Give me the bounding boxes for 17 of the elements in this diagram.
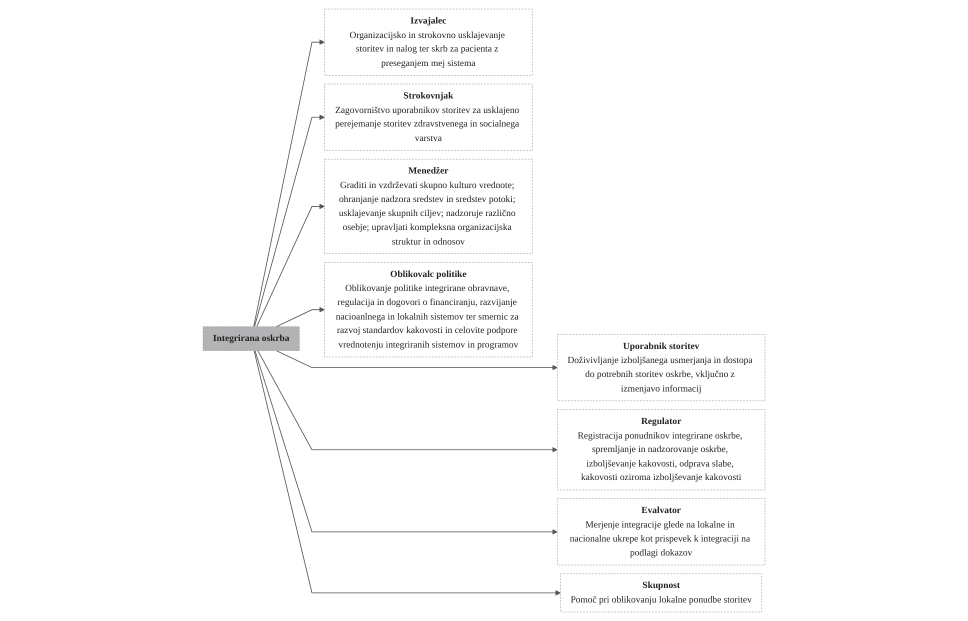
- arrow: [254, 350, 561, 596]
- node-box: Integrirana oskrba: [202, 326, 300, 352]
- node-box: Izvajalec Organizacijsko in strokovno usklajevanje storitev in nalog ter skrb za pacienta z preseganjem mej sistema: [324, 8, 533, 76]
- arrow: [253, 39, 325, 328]
- node-box: Regulator Registracija ponudnikov integrirane oskrbe, spremljanje in nadzorovanje oskrbe, izboljševanje kakovosti, odprava slabe, kakovosti oziroma izboljševanje kakovosti: [556, 409, 766, 490]
- node-box: Skupnost Pomoč pri oblikovanju lokalne ponudbe storitev: [560, 574, 762, 612]
- node-box: Strokovnjak Zagovorništvo uporabnikov storitev za usklajeno perejemanje storitev zdravstvenega in socialnega varstva: [324, 84, 533, 151]
- node-box: Oblikovalc politike Oblikovanje politike integrirane obravnave, regulacija in dogovori o financiranju, razvijanje nacioanlnega in lokalnih sistemov ter smernic za razvoj standardov kakovosti in celovite podpore vrednotenju integriranih sistemov in programov: [324, 262, 533, 358]
- node-box: Evalvator Merjenje integracije glede na lokalne in nacionalne ukrepe kot prispevek k integraciji na podlagi dokazov: [556, 498, 766, 566]
- arrow: [254, 350, 558, 535]
- arrow: [276, 306, 325, 328]
- arrow: [256, 204, 325, 328]
- node-box: Menedžer Graditi in vzdrževati skupno kulturo vrednote; ohranjanje nadzora sredstev in sredstev potoki; usklajevanje skupnih ciljev; nadzoruje različno osebje; upravljati kompleksna organizacijska struktur in odnosov: [324, 158, 533, 254]
- node-box: Uporabnik storitev Doživivljanje izboljšanega usmerjanja in dostopa do potrebnih storitev oskrbe, vključno z izmenjavo informacij: [556, 334, 766, 402]
- arrow: [254, 114, 325, 328]
- arrow: [257, 350, 558, 452]
- arrow: [276, 350, 558, 370]
